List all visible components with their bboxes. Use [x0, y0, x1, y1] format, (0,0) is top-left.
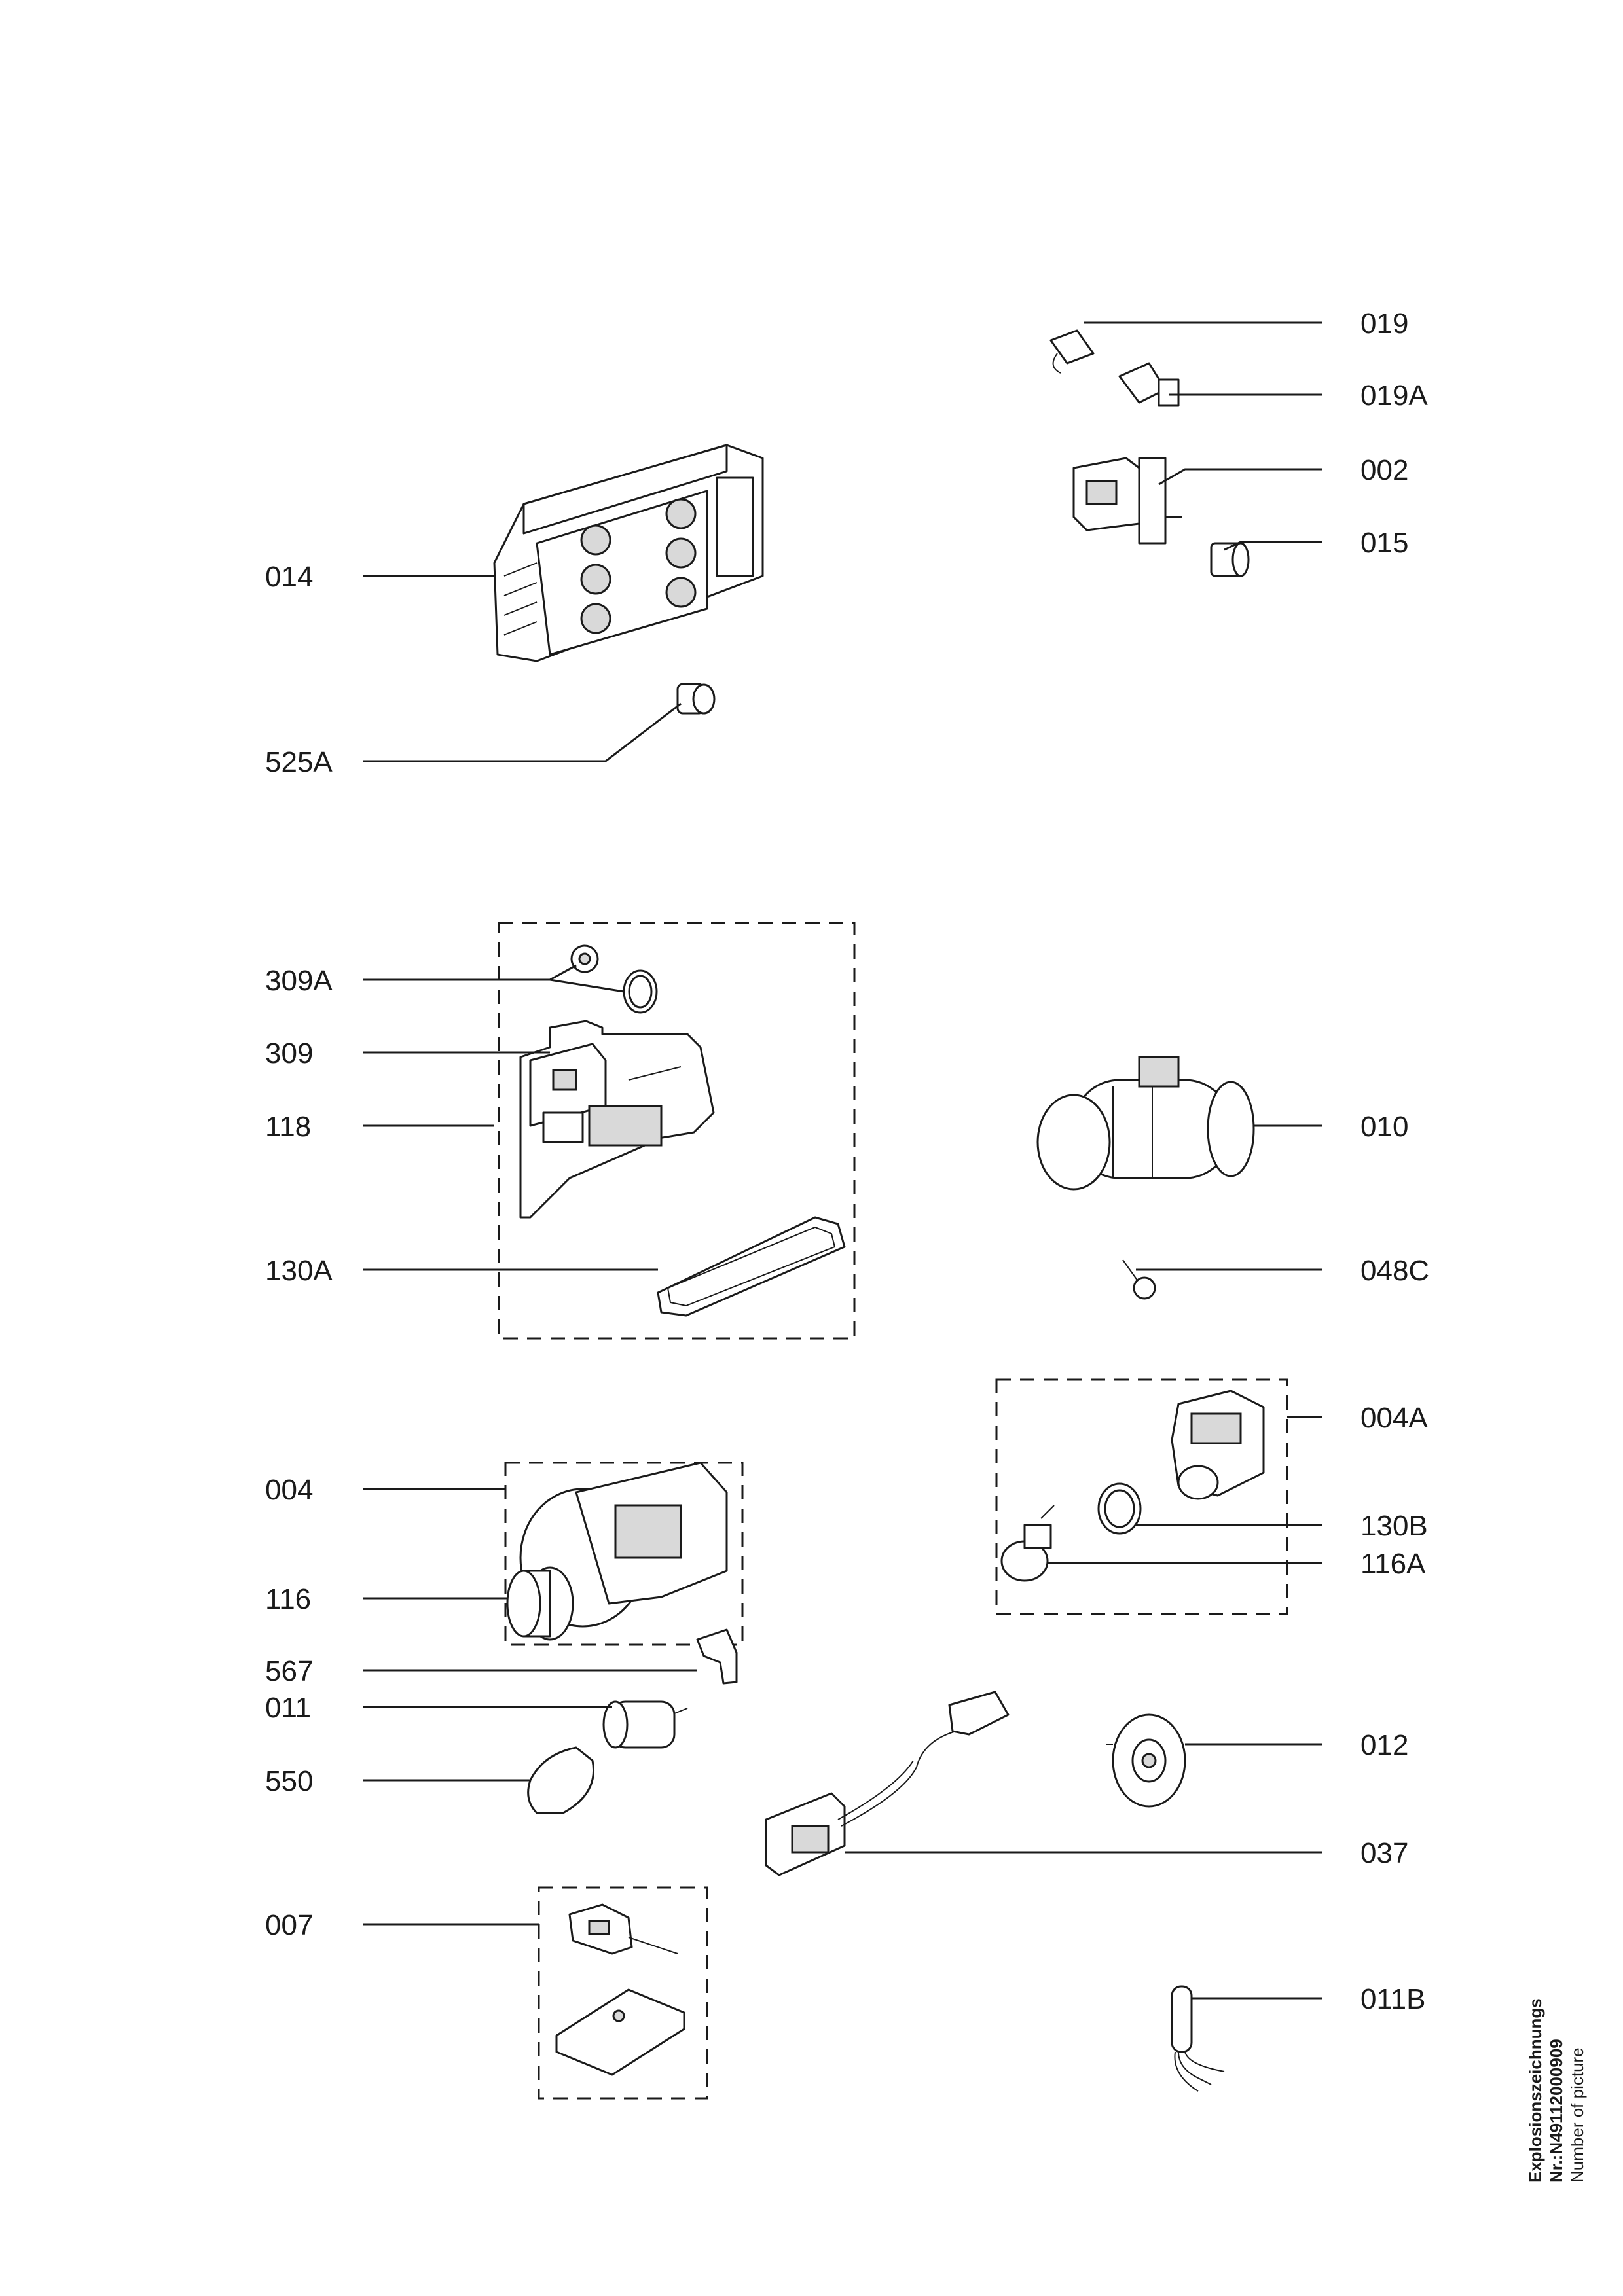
part-014-control-module	[493, 444, 764, 662]
label-048C: 048C	[1360, 1255, 1429, 1287]
assembly-box-309	[498, 922, 856, 1340]
label-015: 015	[1360, 527, 1408, 559]
part-118-dispenser	[519, 1020, 715, 1219]
label-309: 309	[265, 1037, 313, 1069]
label-525A: 525A	[265, 746, 333, 778]
part-labels: 014 525A 309A 309 118 130A 004 116 567 0…	[265, 308, 1429, 2015]
part-525A-cap	[676, 683, 716, 715]
label-118: 118	[265, 1111, 311, 1143]
part-116A-sensor	[1000, 1505, 1055, 1582]
label-037: 037	[1360, 1837, 1408, 1869]
footer-number-of-picture-label: Number of picture	[1567, 2047, 1587, 2183]
label-011B: 011B	[1360, 1983, 1426, 2015]
label-567: 567	[265, 1655, 313, 1687]
leader-lines	[363, 321, 1322, 2000]
part-309A-clip	[570, 944, 658, 1014]
label-007: 007	[265, 1909, 313, 1941]
label-019A: 019A	[1360, 380, 1428, 412]
label-550: 550	[265, 1765, 313, 1797]
part-019-rod	[1049, 329, 1180, 407]
assembly-box-004	[504, 1462, 744, 1646]
part-130A-gasket	[657, 1216, 846, 1317]
label-004: 004	[265, 1474, 313, 1506]
part-010-heating-element	[1036, 1056, 1255, 1191]
label-309A: 309A	[265, 965, 333, 997]
part-012-hub	[1106, 1713, 1186, 1808]
part-130B-seal	[1097, 1482, 1142, 1535]
part-048C-screw	[1122, 1259, 1156, 1300]
part-037-cable-harness	[765, 1691, 1010, 1876]
part-011-capacitor	[602, 1700, 688, 1749]
label-130B: 130B	[1360, 1510, 1428, 1542]
label-002: 002	[1360, 454, 1408, 486]
label-012: 012	[1360, 1729, 1408, 1761]
label-010: 010	[1360, 1111, 1408, 1143]
part-011B-capacitor	[1171, 1985, 1225, 2092]
part-007-switch	[555, 1903, 685, 2076]
label-004A: 004A	[1360, 1402, 1428, 1434]
part-550-cap	[527, 1746, 594, 1814]
label-130A: 130A	[265, 1255, 333, 1287]
part-004A-pressure-switch	[1171, 1390, 1265, 1500]
label-014: 014	[265, 561, 313, 593]
part-002-switch	[1072, 457, 1182, 545]
part-004-circulation-pump	[506, 1462, 728, 1641]
footer-picture-number: Nr.:N49112000909	[1546, 2039, 1566, 2183]
label-011: 011	[265, 1692, 311, 1724]
label-116A: 116A	[1360, 1548, 1426, 1580]
assembly-box-007	[538, 1886, 708, 2100]
label-116: 116	[265, 1583, 311, 1615]
label-019: 019	[1360, 308, 1408, 340]
assembly-box-004A	[995, 1378, 1288, 1615]
part-015-knob	[1210, 542, 1250, 577]
part-567-clamp	[696, 1628, 738, 1685]
footer-explosionszeichnungs: Explosionszeichnungs	[1525, 1998, 1545, 2183]
